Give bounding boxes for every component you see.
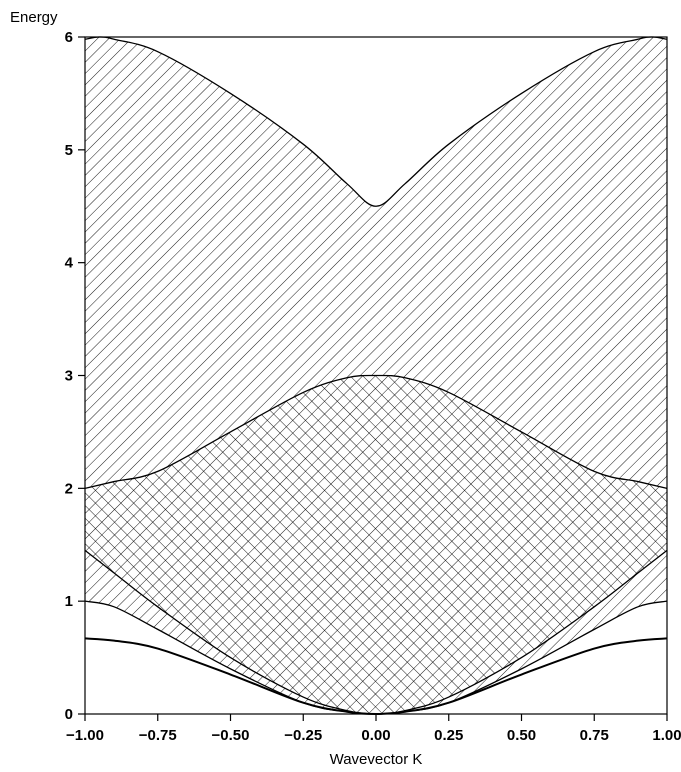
x-tick-label: 0.50 [507,727,536,744]
x-tick-label: −0.75 [139,727,177,744]
y-tick-label: 5 [65,142,73,159]
y-tick-label: 2 [65,480,73,497]
x-axis-ticks: −1.00 −0.75 −0.50 −0.25 0.00 0.25 0.50 0.75 1.00 [66,714,681,744]
y-tick-label: 4 [65,255,74,272]
y-tick-label: 6 [65,29,73,46]
y-tick-label: 0 [65,706,73,723]
x-tick-label: 0.75 [580,727,609,744]
curve-upper-boundary [84,36,668,207]
curve-middle-boundary [84,374,668,489]
y-tick-label: 3 [65,368,73,385]
x-tick-label: −1.00 [66,727,104,744]
x-tick-label: −0.25 [284,727,322,744]
x-tick-label: 0.25 [434,727,463,744]
x-tick-label: 0.00 [361,727,390,744]
hatched-regions [85,36,667,714]
region-diagonal-band [85,36,667,489]
y-axis-ticks: 0 1 2 3 4 5 6 [65,29,85,723]
y-tick-label: 1 [65,593,73,610]
y-axis-title: Energy [10,9,58,26]
region-crosshatch-band [85,375,667,714]
x-axis-title: Wavevector K [330,751,423,768]
x-tick-label: 1.00 [652,727,681,744]
x-tick-label: −0.50 [212,727,250,744]
